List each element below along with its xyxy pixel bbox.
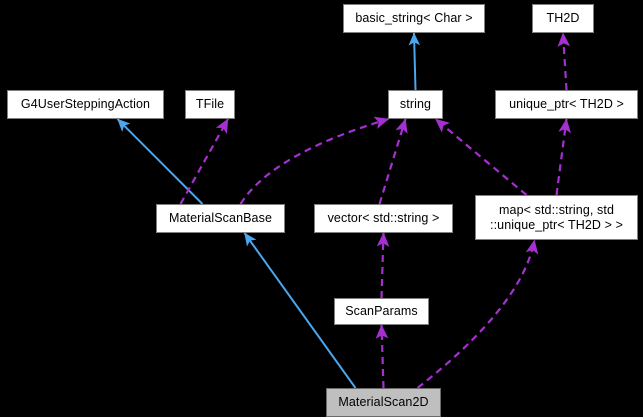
edge-string-to-basic_string (408, 32, 421, 91)
class-node-map_string_ptr[interactable]: map< std::string, std ::unique_ptr< TH2D… (475, 195, 638, 240)
edge-vector_string-to-string (378, 118, 408, 205)
class-node-string[interactable]: string (388, 90, 443, 119)
class-node-g4usersteppingaction[interactable]: G4UserSteppingAction (7, 90, 164, 119)
edge-materialscanbase-to-string (239, 116, 389, 205)
edge-map_string_ptr-to-unique_ptr_th2d (555, 118, 572, 196)
edge-map_string_ptr-to-string (434, 118, 528, 196)
edge-scanparams-to-vector_string (376, 232, 390, 299)
edge-materialscan2d-to-map_string_ptr (416, 239, 539, 389)
class-node-materialscanbase[interactable]: MaterialScanBase (156, 204, 285, 233)
class-node-basic_string[interactable]: basic_string< Char > (343, 4, 485, 33)
class-node-th2d[interactable]: TH2D (532, 4, 594, 33)
class-node-tfile[interactable]: TFile (185, 90, 235, 119)
class-node-materialscan2d[interactable]: MaterialScan2D (326, 388, 441, 417)
edge-materialscanbase-to-tfile (179, 118, 229, 205)
class-node-vector_string[interactable]: vector< std::string > (314, 204, 453, 233)
edge-materialscanbase-to-g4usersteppingaction (116, 118, 204, 205)
class-node-unique_ptr_th2d[interactable]: unique_ptr< TH2D > (495, 90, 638, 119)
edge-materialscan2d-to-scanparams (375, 324, 389, 389)
edge-unique_ptr_th2d-to-th2d (557, 32, 571, 91)
edge-materialscan2d-to-materialscanbase (243, 232, 357, 389)
class-node-scanparams[interactable]: ScanParams (334, 298, 429, 325)
